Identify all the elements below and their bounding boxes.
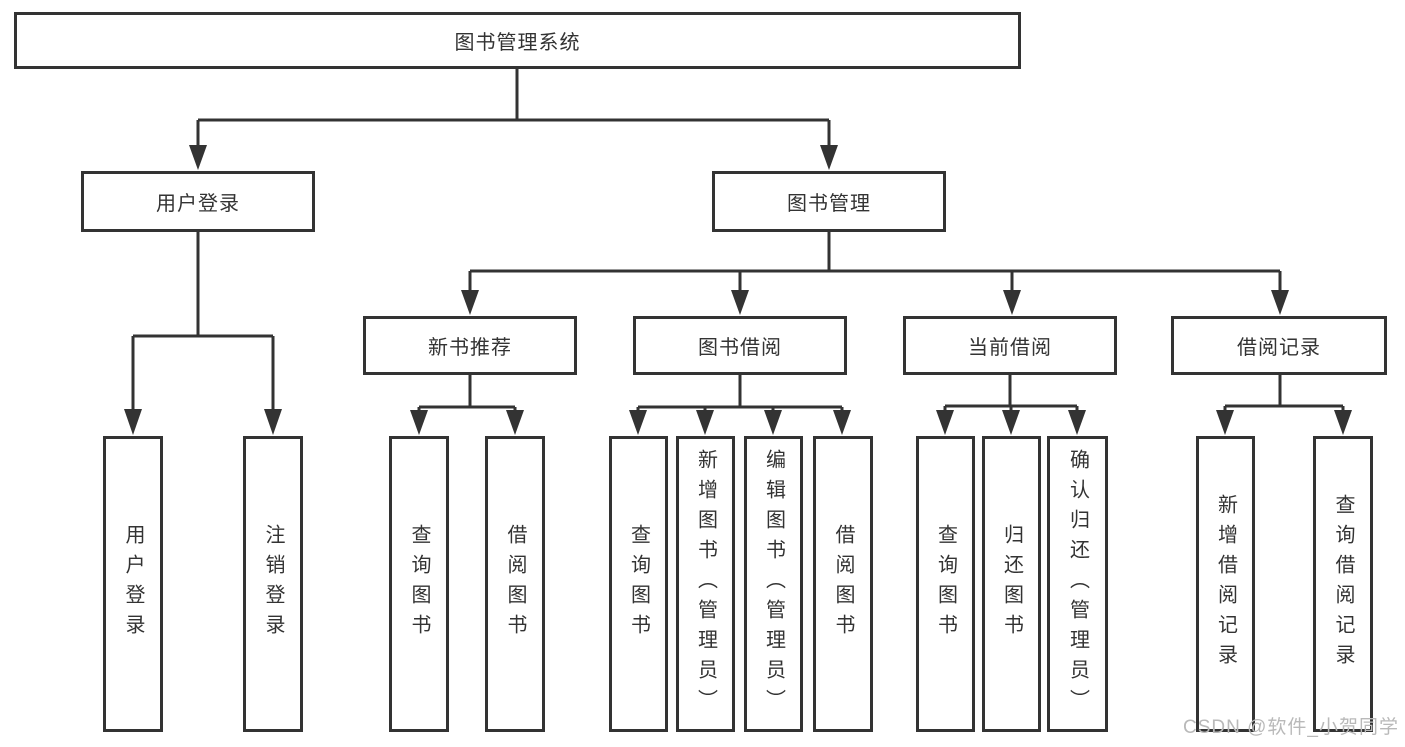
node-borrowing-records: 借阅记录 [1171,316,1387,375]
leaf-confirm-return-admin: 确认归还（管理员） [1047,436,1108,732]
leaf-borrow-books: 借阅图书 [485,436,545,732]
node-book-management: 图书管理 [712,171,946,232]
node-current-borrowing: 当前借阅 [903,316,1117,375]
leaf-edit-books-admin: 编辑图书（管理员） [744,436,803,732]
node-book-borrowing: 图书借阅 [633,316,847,375]
node-new-book-recommendation: 新书推荐 [363,316,577,375]
leaf-query-books: 查询图书 [609,436,668,732]
leaf-add-borrow-record: 新增借阅记录 [1196,436,1255,732]
leaf-query-borrow-record: 查询借阅记录 [1313,436,1373,732]
leaf-add-books-admin: 新增图书（管理员） [676,436,735,732]
leaf-user-login: 用户登录 [103,436,163,732]
leaf-return-books: 归还图书 [982,436,1041,732]
node-user-login: 用户登录 [81,171,315,232]
leaf-query-books: 查询图书 [916,436,975,732]
leaf-borrow-books: 借阅图书 [813,436,873,732]
arrowheads [124,145,1352,435]
node-library-management-system: 图书管理系统 [14,12,1021,69]
leaf-logout: 注销登录 [243,436,303,732]
watermark: CSDN @软件_小贺同学 [1183,717,1399,738]
leaf-query-books: 查询图书 [389,436,449,732]
